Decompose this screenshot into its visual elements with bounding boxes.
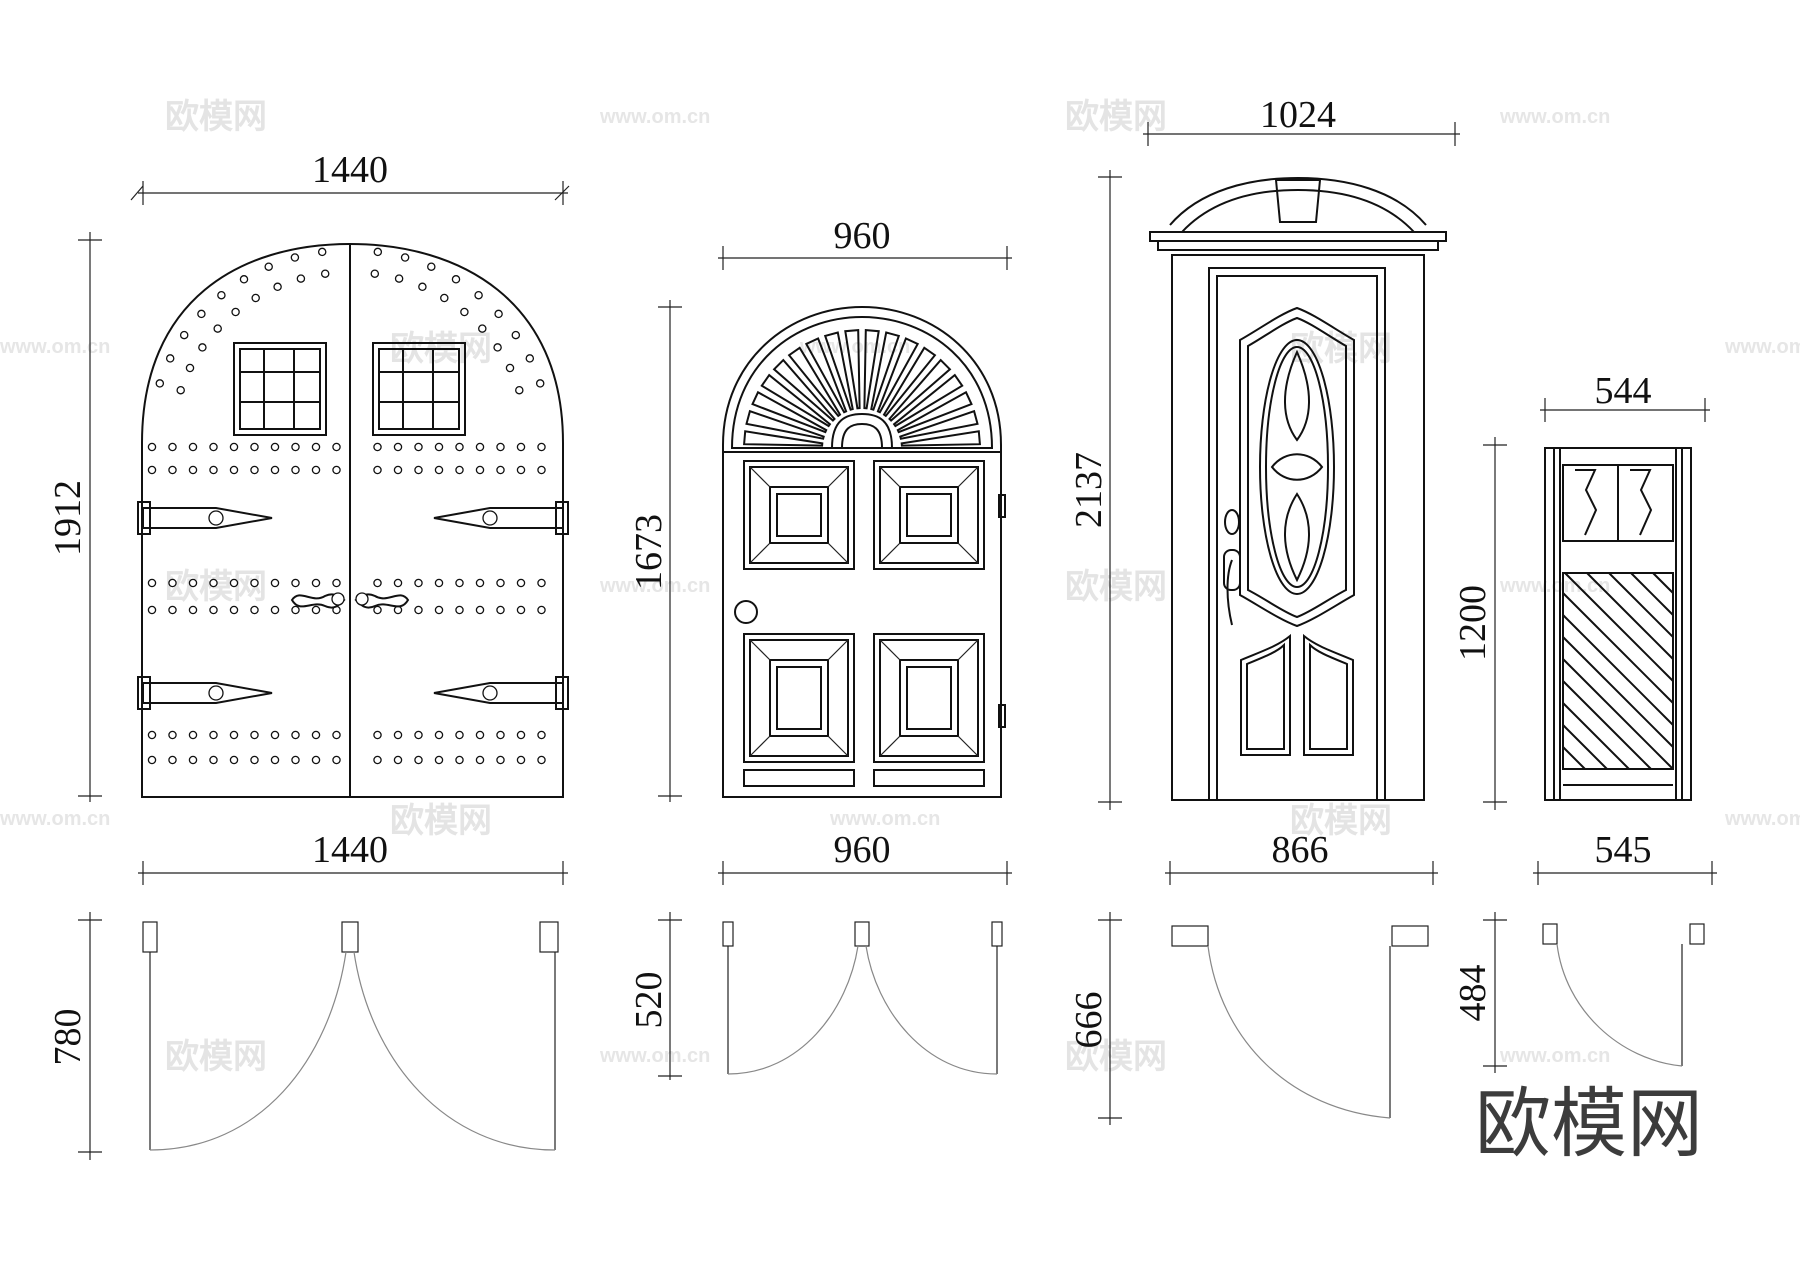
door3-pediment-arch-inner xyxy=(1181,188,1415,233)
door1-elevation xyxy=(137,242,569,798)
door2-outline xyxy=(722,305,1002,798)
door1-plan xyxy=(142,921,559,1151)
door1-right-window xyxy=(372,342,466,436)
watermark-url: www.om.cn xyxy=(599,1045,710,1067)
door2-plan xyxy=(722,921,1003,1075)
door3-leaf-inner xyxy=(1216,275,1378,801)
dim-door2-width-top: 960 xyxy=(834,215,891,257)
door2-arch-inner xyxy=(730,315,994,449)
door3-lower-panel-right xyxy=(1303,633,1354,756)
watermark-text: 欧模网 xyxy=(1290,329,1392,369)
watermark-url: www.om.cn xyxy=(829,808,940,830)
door3-pediment-arch xyxy=(1169,176,1427,226)
dim-door4-height: 1200 xyxy=(1452,585,1494,661)
watermark-url: www.om.cn xyxy=(0,808,110,830)
dimension-labels: 1440 1912 1440 780 960 1673 960 520 1024… xyxy=(47,94,1652,1066)
dim-door1-plan-depth: 780 xyxy=(47,1009,89,1066)
site-logo: 欧模网 xyxy=(1475,1079,1703,1168)
door3-glass-frame xyxy=(1239,306,1355,628)
door4-right-stile xyxy=(1675,447,1683,801)
door4-plan xyxy=(1542,923,1705,1067)
door2-sunburst xyxy=(743,329,981,447)
door3-elevation xyxy=(1149,176,1447,801)
door2-bottom-rail-left xyxy=(743,769,855,787)
door4-left-stile xyxy=(1553,447,1561,801)
watermark-text: 欧模网 xyxy=(165,567,267,607)
watermark-url: www.om.cn xyxy=(1724,336,1800,358)
door3-oval-glass-inner xyxy=(1265,346,1329,588)
door2-sunburst-hub-inner xyxy=(841,422,883,449)
watermark-url: www.om.cn xyxy=(599,106,710,128)
watermark-text: 欧模网 xyxy=(165,1037,267,1077)
door3-glass-frame-inner xyxy=(1247,316,1347,619)
dim-door4-width-top: 544 xyxy=(1595,370,1652,412)
watermark-text: 欧模网 xyxy=(1065,1037,1167,1077)
door2-bottom-rail-right xyxy=(873,769,985,787)
watermark-url: www.om.cn xyxy=(1724,808,1800,830)
dim-door1-width-bottom: 1440 xyxy=(312,829,388,871)
door1-handles xyxy=(290,592,410,609)
dim-door1-width-top: 1440 xyxy=(312,149,388,191)
door3-lower-panel-left-inner xyxy=(1246,642,1285,750)
door3-plan xyxy=(1171,925,1429,1119)
door1-rivet-grid xyxy=(147,247,546,765)
door3-keystone xyxy=(1274,179,1322,223)
door3-glass-ornament xyxy=(1270,349,1324,583)
door2-hinge-bottom xyxy=(998,704,1006,728)
dim-door3-width-bottom: 866 xyxy=(1272,829,1329,871)
door3-handle-plate xyxy=(1223,549,1241,591)
dim-door2-width-bottom: 960 xyxy=(834,829,891,871)
door4-top-zigzag-left xyxy=(1575,469,1598,536)
dim-door4-width-bottom: 545 xyxy=(1595,829,1652,871)
door1-hinges xyxy=(137,501,569,710)
door2-panels xyxy=(743,460,985,763)
door3-cornice xyxy=(1149,231,1447,242)
dim-door4-plan-depth: 484 xyxy=(1452,965,1494,1022)
dimension-lines xyxy=(78,122,1717,1160)
door4-outline xyxy=(1544,447,1692,801)
door3-keyhole xyxy=(1224,509,1240,535)
door1-left-window xyxy=(233,342,327,436)
door3-cornice-lower xyxy=(1157,240,1439,251)
door3-handle xyxy=(1226,559,1233,626)
watermark-url: www.om.cn xyxy=(599,575,710,597)
dim-door2-plan-depth: 520 xyxy=(628,972,670,1029)
door2-elevation xyxy=(722,305,1006,798)
watermark-layer: 欧模网 www.om.cn 欧模网 www.om.cn www.om.cn 欧模… xyxy=(0,97,1800,1077)
dim-door1-height: 1912 xyxy=(47,480,89,556)
door4-diagonal-slats xyxy=(1562,572,1674,770)
door-plans xyxy=(142,921,1705,1151)
door4-elevation xyxy=(1544,447,1692,801)
door3-lower-panel-right-inner xyxy=(1309,642,1348,750)
watermark-text: 欧模网 xyxy=(1290,801,1392,841)
watermark-url: www.om.cn xyxy=(1499,1045,1610,1067)
dim-door2-height: 1673 xyxy=(628,514,670,590)
door2-knob xyxy=(734,600,758,624)
watermark-text: 欧模网 xyxy=(165,97,267,137)
door2-hinge-top xyxy=(998,494,1006,518)
dim-door3-plan-depth: 666 xyxy=(1068,992,1110,1049)
door1-outline xyxy=(141,242,564,798)
door4-lattice-panel xyxy=(1562,572,1674,770)
door3-lower-panel-left xyxy=(1240,633,1291,756)
dim-door3-height: 2137 xyxy=(1068,452,1110,528)
door2-sunburst-hub xyxy=(831,412,893,449)
watermark-url: www.om.cn xyxy=(1499,106,1610,128)
watermark-text: 欧模网 xyxy=(1065,97,1167,137)
door4-top-zigzag-right xyxy=(1630,469,1653,536)
watermark-url: www.om.cn xyxy=(0,336,110,358)
door3-oval-glass xyxy=(1259,339,1335,595)
dim-door3-width-top: 1024 xyxy=(1260,94,1336,136)
watermark-text: 欧模网 xyxy=(390,801,492,841)
watermark-text: 欧模网 xyxy=(1065,567,1167,607)
